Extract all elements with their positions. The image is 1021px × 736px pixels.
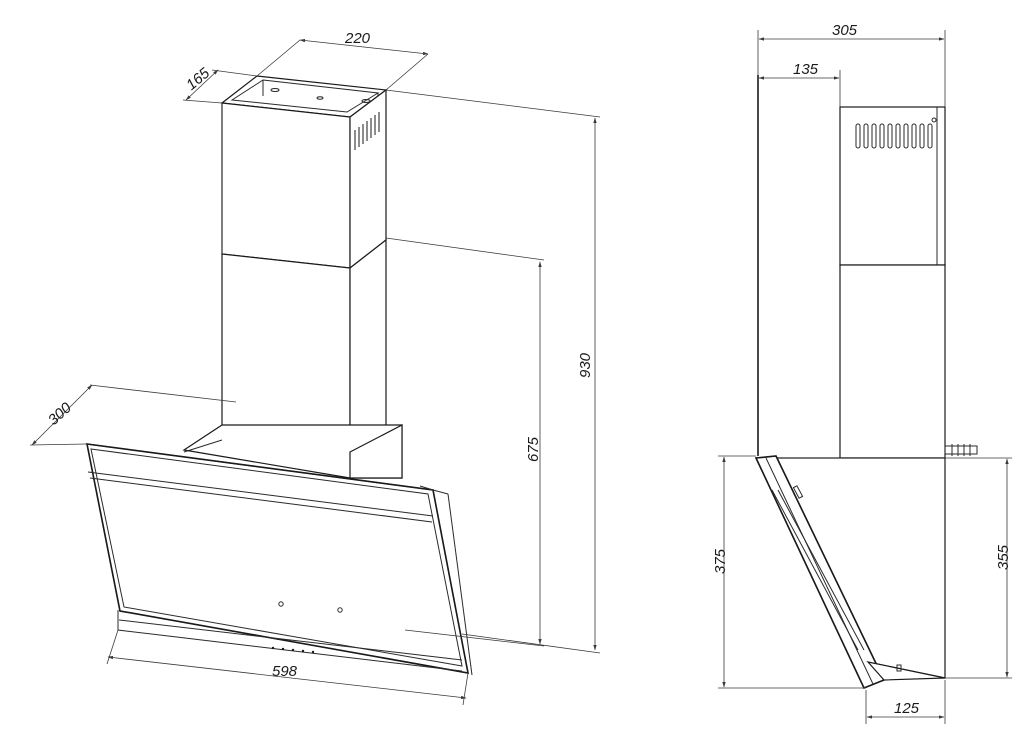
dimension-label-220: 220: [344, 30, 371, 47]
side-chimney-upper: [839, 106, 946, 266]
side-bottom-light: [896, 664, 902, 672]
dimension-label-930: 930: [577, 352, 594, 378]
dimension-598: 598: [106, 629, 469, 706]
side-outlet-pipe: [944, 444, 978, 456]
dimension-label-675: 675: [525, 436, 542, 462]
dimension-675: 675: [385, 237, 545, 647]
control-dot-right: [337, 607, 343, 613]
side-bottom-plate: [866, 661, 946, 681]
glass-panel: [85, 443, 473, 676]
dimension-label-598: 598: [272, 663, 298, 680]
perspective-view: 220 165 300 930 675: [29, 30, 601, 706]
side-view: 305 135 375 355 125: [712, 22, 1012, 724]
dimension-label-300: 300: [45, 399, 75, 429]
side-chimney-lower: [839, 264, 946, 459]
dimension-375: 375: [712, 455, 866, 689]
lower-chimney: [221, 238, 387, 454]
upper-chimney: [221, 88, 387, 270]
indicator-4: [301, 649, 305, 653]
indicator-3: [291, 648, 295, 652]
dimension-135: 135: [758, 61, 841, 107]
dimension-label-125: 125: [894, 700, 920, 717]
dimension-305: 305: [757, 22, 946, 107]
dimension-125: 125: [865, 680, 946, 724]
dimension-220: 220: [256, 30, 429, 91]
indicator-5: [311, 650, 315, 654]
touch-controls: [271, 601, 343, 654]
indicator-1: [271, 646, 275, 650]
side-vent-slots: [855, 123, 933, 149]
chimney-vent-slots: [354, 112, 380, 150]
control-dot-left: [278, 601, 284, 607]
indicator-2: [281, 647, 285, 651]
dimension-355: 355: [945, 457, 1012, 679]
dimension-label-305: 305: [832, 22, 858, 39]
hood-body: [182, 424, 403, 479]
dimension-label-375: 375: [712, 548, 729, 574]
dimension-930: 930: [385, 89, 601, 654]
dimension-label-355: 355: [995, 544, 1012, 570]
dimension-label-135: 135: [793, 61, 819, 78]
dimension-label-165: 165: [183, 64, 214, 94]
